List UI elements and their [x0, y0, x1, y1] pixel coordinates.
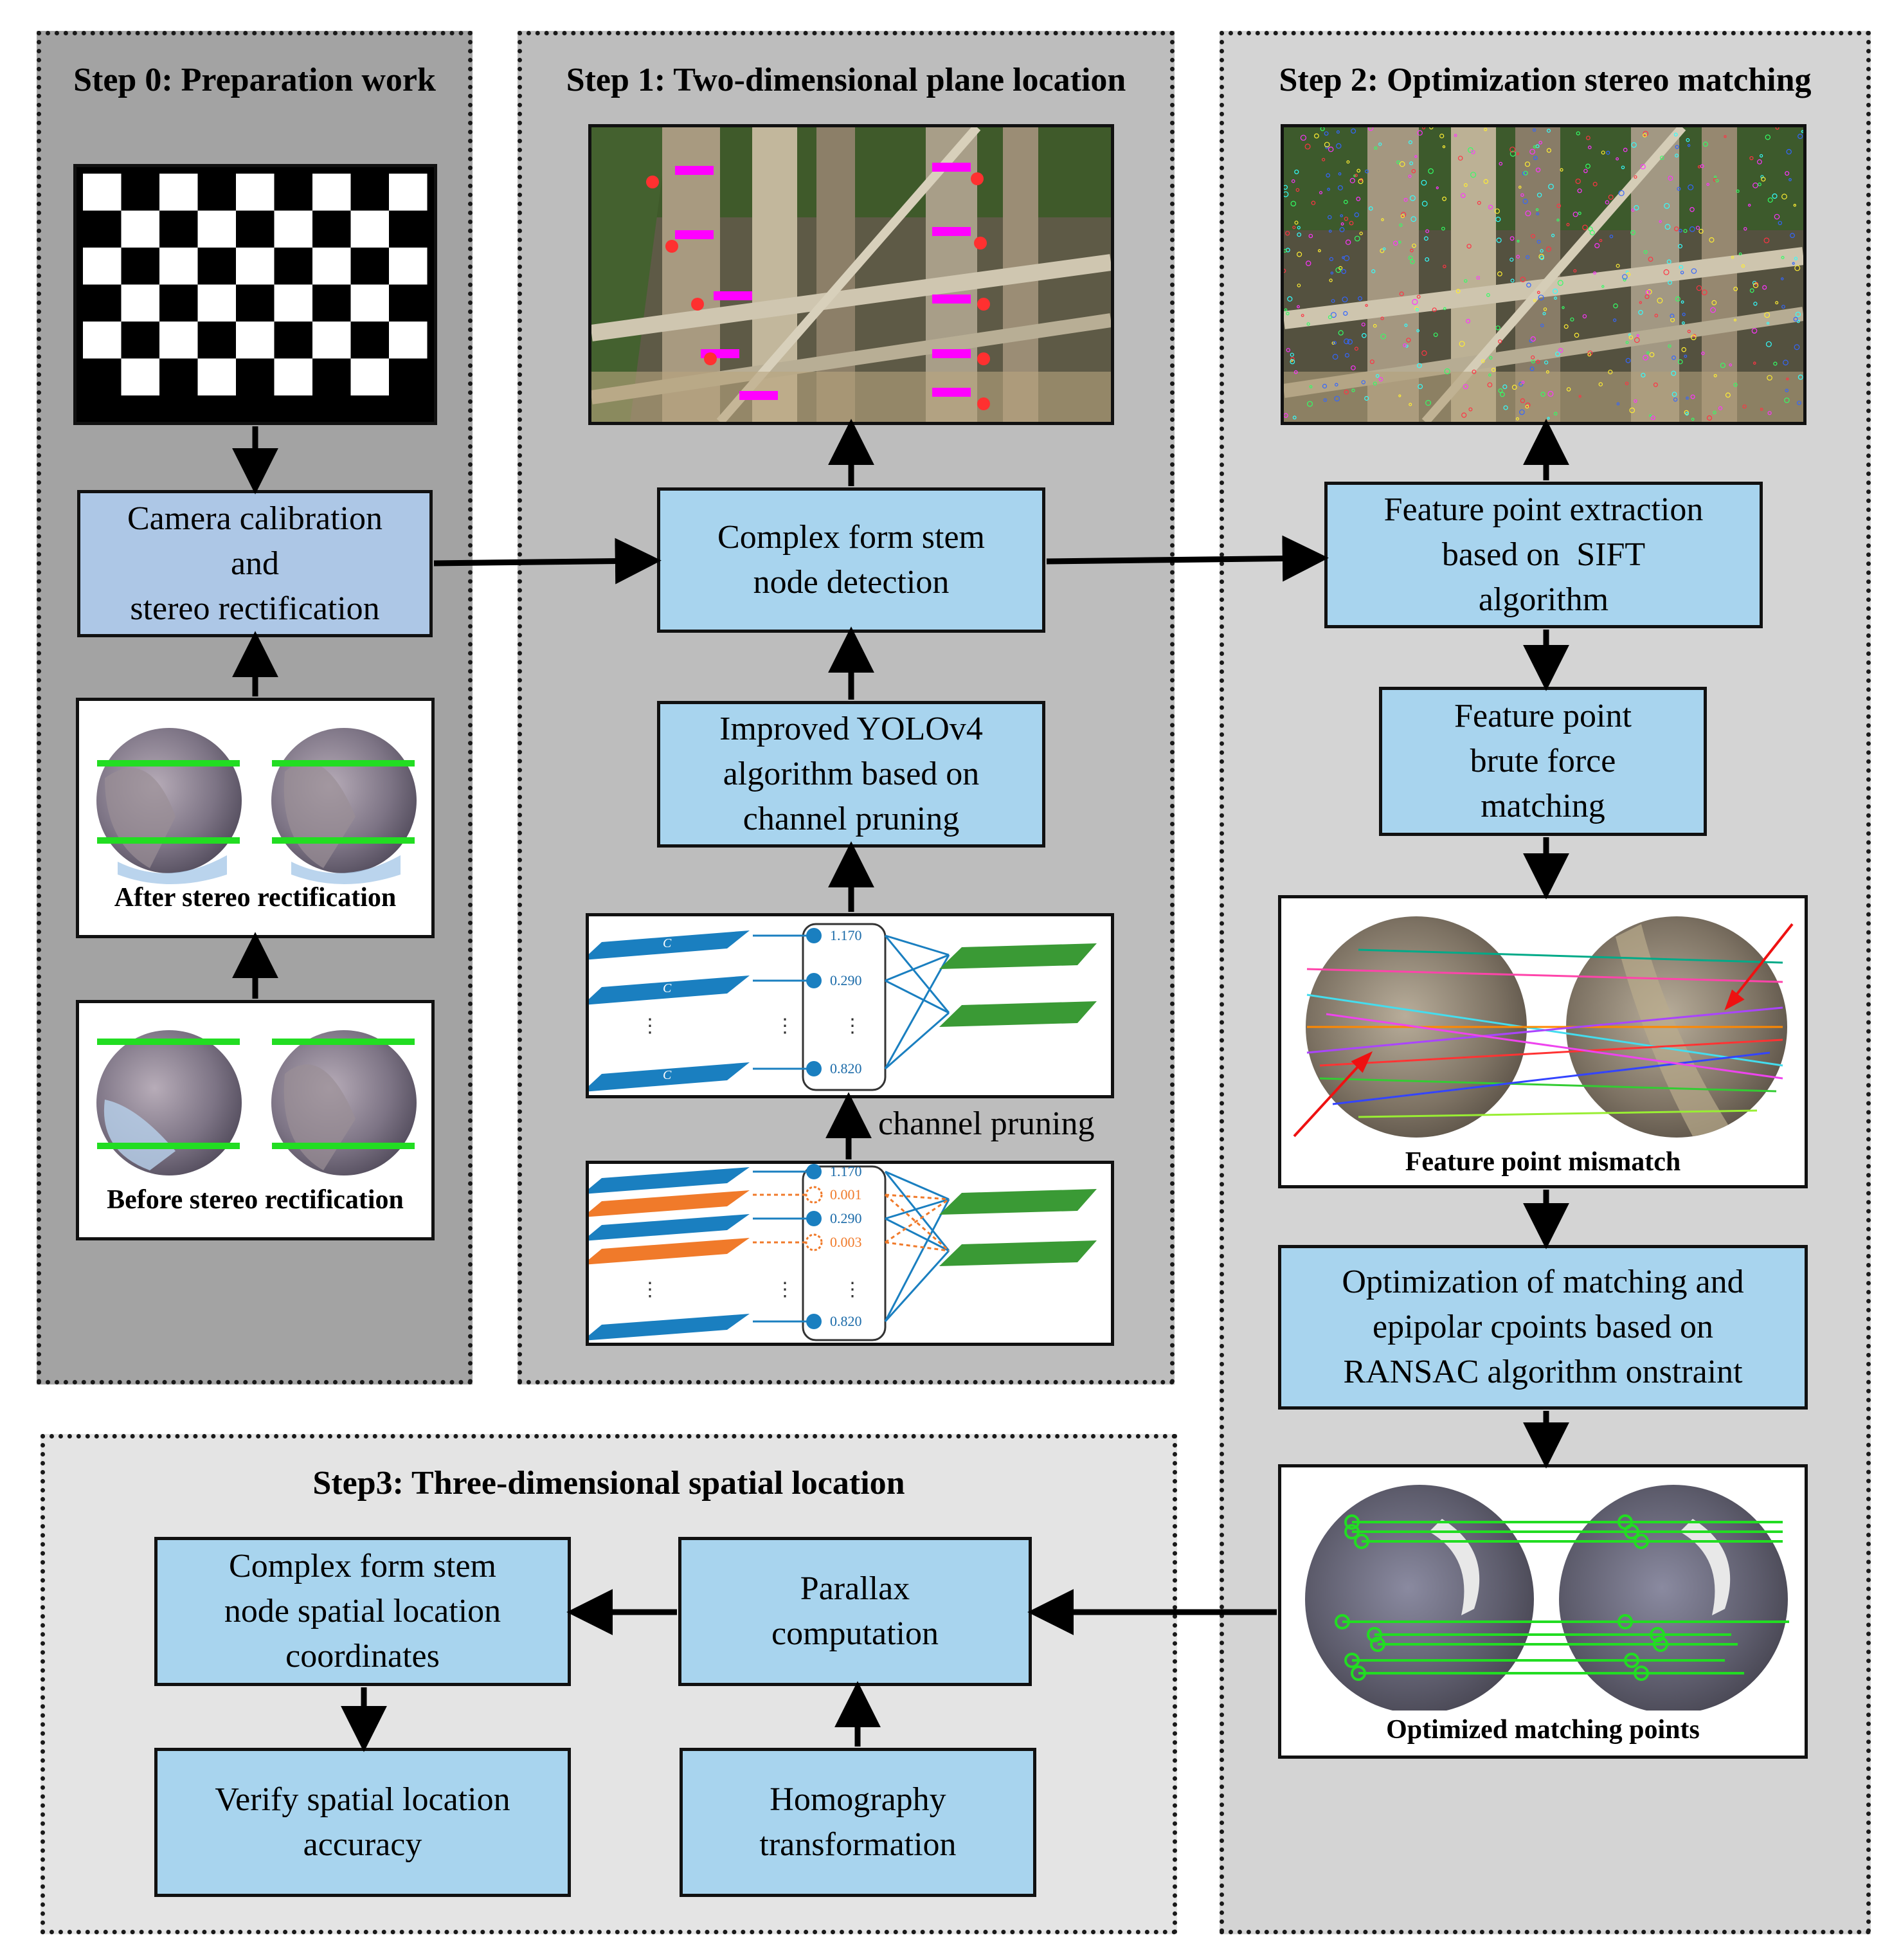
svg-text:⋮: ⋮ — [640, 1279, 660, 1300]
svg-text:⋮: ⋮ — [843, 1015, 862, 1037]
step1-title: Step 1: Two-dimensional plane location — [566, 62, 1126, 98]
camera-calibration-box: Camera calibration and stereo rectificat… — [77, 490, 433, 637]
detection-line-1: Complex form stem — [717, 519, 985, 556]
step2-title: Step 2: Optimization stereo matching — [1279, 62, 1812, 98]
detection-line-2: node detection — [753, 564, 950, 601]
full-value-4: 0.003 — [830, 1234, 862, 1250]
full-channel-diagram: ⋮ ⋮ ⋮ 1.170 0.001 0.290 0.003 — [589, 1164, 1097, 1341]
calibration-line-2: and — [230, 545, 280, 582]
optimized-matching-circles — [1305, 1485, 1789, 1710]
mismatch-circles — [1293, 916, 1794, 1138]
sift-line-1: Feature point extraction — [1383, 491, 1704, 528]
before-rectification-caption: Before stereo rectification — [107, 1185, 404, 1215]
before-rectification-figure: Before stereo rectification — [76, 1000, 435, 1240]
calibration-line-3: stereo rectification — [130, 590, 380, 627]
parallax-computation-box: Parallax computation — [678, 1537, 1032, 1686]
bf-line-1: Feature point — [1454, 698, 1632, 734]
sugarcane-feature-drawing — [1284, 127, 1803, 422]
svg-text:⋮: ⋮ — [843, 1279, 862, 1300]
full-value-3: 0.290 — [830, 1210, 862, 1226]
ransac-line-3: RANSAC algorithm onstraint — [1343, 1354, 1743, 1390]
sift-line-2: based on SIFT — [1441, 536, 1646, 573]
verify-accuracy-box: Verify spatial location accuracy — [154, 1748, 571, 1897]
verify-line-1: Verify spatial location — [215, 1781, 510, 1818]
before-rectification-circles — [96, 1030, 417, 1175]
spatial-coordinates-box: Complex form stem node spatial location … — [154, 1537, 571, 1686]
svg-text:C: C — [663, 981, 672, 995]
coords-line-3: coordinates — [285, 1638, 440, 1674]
pruned-value-3: 0.820 — [830, 1060, 862, 1076]
yolo-line-1: Improved YOLOv4 — [719, 711, 983, 747]
step0-title: Step 0: Preparation work — [73, 62, 436, 98]
sift-feature-photo — [1281, 124, 1806, 425]
ransac-line-1: Optimization of matching and — [1342, 1264, 1744, 1300]
checkerboard-pattern — [77, 167, 434, 422]
coords-line-2: node spatial location — [224, 1593, 501, 1629]
full-value-5: 0.820 — [830, 1313, 862, 1329]
pruned-network-figure: C C C ⋮ ⋮ ⋮ 1.170 0.290 0.820 — [586, 913, 1114, 1098]
svg-text:C: C — [663, 936, 672, 950]
svg-text:⋮: ⋮ — [775, 1015, 795, 1037]
stem-node-detection-photo — [588, 124, 1114, 425]
feature-mismatch-caption: Feature point mismatch — [1405, 1147, 1681, 1177]
improved-yolov4-box: Improved YOLOv4 algorithm based on chann… — [657, 701, 1045, 848]
homography-transformation-box: Homography transformation — [680, 1748, 1036, 1897]
after-rectification-figure: After stereo rectification — [76, 698, 435, 938]
sift-line-3: algorithm — [1478, 581, 1609, 618]
full-value-1: 1.170 — [830, 1164, 862, 1179]
stem-node-detection-box: Complex form stem node detection — [657, 487, 1045, 633]
after-rectification-circles — [96, 728, 417, 884]
bf-line-2: brute force — [1470, 743, 1616, 779]
sift-extraction-box: Feature point extraction based on SIFT a… — [1324, 482, 1763, 628]
feature-mismatch-figure: Feature point mismatch — [1278, 895, 1808, 1188]
coords-line-1: Complex form stem — [229, 1548, 496, 1584]
pruned-value-2: 0.290 — [830, 972, 862, 988]
sugarcane-detection-drawing — [591, 127, 1111, 422]
brute-force-matching-box: Feature point brute force matching — [1379, 687, 1707, 836]
bf-line-3: matching — [1481, 788, 1605, 824]
parallax-line-1: Parallax — [800, 1570, 910, 1607]
parallax-line-2: computation — [771, 1615, 939, 1652]
pruned-channel-diagram: C C C ⋮ ⋮ ⋮ 1.170 0.290 0.820 — [589, 923, 1097, 1092]
pruned-value-1: 1.170 — [830, 927, 862, 943]
after-rectification-caption: After stereo rectification — [114, 883, 397, 912]
homography-line-2: transformation — [759, 1826, 957, 1863]
checkerboard-image — [73, 164, 437, 425]
step3-title: Step3: Three-dimensional spatial locatio… — [312, 1465, 905, 1502]
full-value-2: 0.001 — [830, 1186, 862, 1202]
ransac-line-2: epipolar cpoints based on — [1373, 1309, 1713, 1345]
optimized-matching-caption: Optimized matching points — [1386, 1715, 1700, 1745]
yolo-line-3: channel pruning — [743, 801, 960, 837]
optimized-matching-figure: Optimized matching points — [1278, 1464, 1808, 1759]
yolo-line-2: algorithm based on — [723, 756, 980, 792]
svg-text:⋮: ⋮ — [775, 1279, 795, 1300]
homography-line-1: Homography — [770, 1781, 946, 1818]
ransac-optimization-box: Optimization of matching and epipolar cp… — [1278, 1245, 1808, 1410]
svg-text:⋮: ⋮ — [640, 1015, 660, 1037]
verify-line-2: accuracy — [303, 1826, 422, 1863]
svg-text:C: C — [663, 1068, 672, 1082]
full-network-figure: ⋮ ⋮ ⋮ 1.170 0.001 0.290 0.003 — [586, 1161, 1114, 1346]
calibration-line-1: Camera calibration — [127, 500, 383, 537]
channel-pruning-label: channel pruning — [878, 1105, 1095, 1142]
